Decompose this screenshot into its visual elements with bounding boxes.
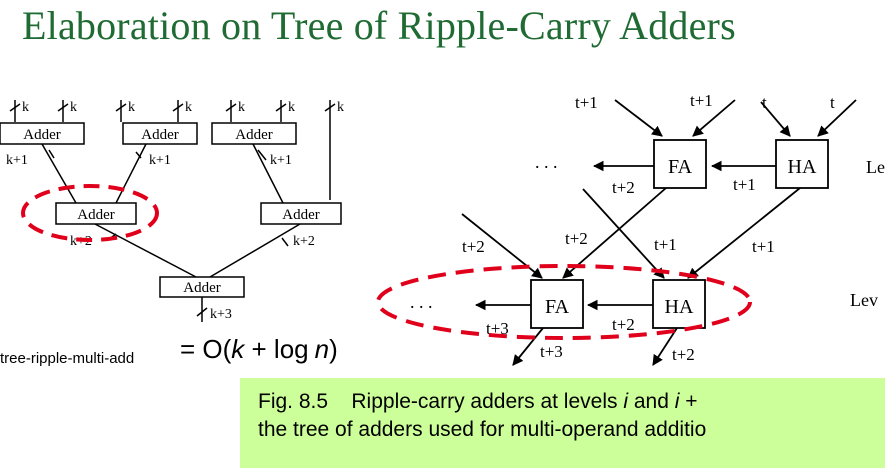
input-width-label: k — [238, 100, 245, 115]
timing-label: t+2 — [565, 229, 588, 248]
half-adder-box — [652, 279, 706, 329]
timing-label: t+1 — [690, 91, 713, 110]
left-adder-tree — [9, 100, 336, 322]
adder-label: Adder — [77, 207, 115, 223]
full-adder-box — [653, 139, 707, 189]
input-width-label: k — [185, 100, 192, 115]
sum-width-label: k+1 — [270, 153, 292, 168]
formula-subscript: tree-ripple-multi-add — [0, 350, 134, 367]
caption-line-2: the tree of adders used for multi-operan… — [258, 418, 707, 441]
timing-label: t — [830, 93, 835, 112]
timing-label: t+2 — [612, 178, 635, 197]
sum-width-label: k+3 — [210, 307, 232, 322]
adder-label: Adder — [141, 127, 179, 143]
adder-label: Adder — [282, 207, 320, 223]
adder-label: Adder — [235, 127, 273, 143]
sum-width-label: k+2 — [293, 234, 315, 249]
page-title: Elaboration on Tree of Ripple-Carry Adde… — [22, 3, 736, 48]
figure-caption: Fig. 8.5 Ripple-carry adders at levels i… — [240, 378, 885, 468]
left-tree-boxes — [0, 122, 342, 298]
sum-width-label: k+1 — [6, 153, 28, 168]
full-adder-label: FA — [668, 156, 693, 178]
timing-label: t — [762, 93, 767, 112]
level-label: Lev — [850, 290, 878, 310]
caption-line-1: Fig. 8.5 Ripple-carry adders at levels i… — [258, 390, 698, 413]
timing-label: t+1 — [733, 175, 756, 194]
ellipsis: . . . — [535, 152, 558, 172]
input-width-label: k — [22, 100, 29, 115]
highlight-ellipse — [376, 264, 752, 340]
input-width-label: k — [337, 100, 344, 115]
adder-label: Adder — [23, 127, 61, 143]
timing-label: t+1 — [575, 93, 598, 112]
timing-label: t+1 — [654, 235, 677, 254]
full-adder-label: FA — [545, 296, 570, 318]
input-width-label: k — [288, 100, 295, 115]
sum-width-label: k+1 — [149, 153, 171, 168]
timing-label: t+2 — [672, 345, 695, 364]
timing-label: t+1 — [752, 237, 775, 256]
timing-label: t+2 — [462, 237, 485, 256]
level-label: Le — [866, 157, 885, 177]
adder-tree-diagram: Adder Adder Adder Adder Adder Adder k k … — [0, 91, 885, 367]
half-adder-box — [775, 139, 829, 189]
highlight-ellipse — [21, 184, 159, 242]
right-boxes — [530, 139, 829, 329]
full-adder-box — [530, 279, 584, 329]
timing-label: t+2 — [612, 315, 635, 334]
half-adder-label: HA — [665, 296, 694, 318]
input-width-label: k — [70, 100, 77, 115]
adder-label: Adder — [183, 280, 221, 296]
ellipsis: . . . — [410, 292, 433, 312]
input-width-label: k — [128, 100, 135, 115]
half-adder-label: HA — [788, 156, 817, 178]
timing-label: t+3 — [540, 342, 563, 361]
